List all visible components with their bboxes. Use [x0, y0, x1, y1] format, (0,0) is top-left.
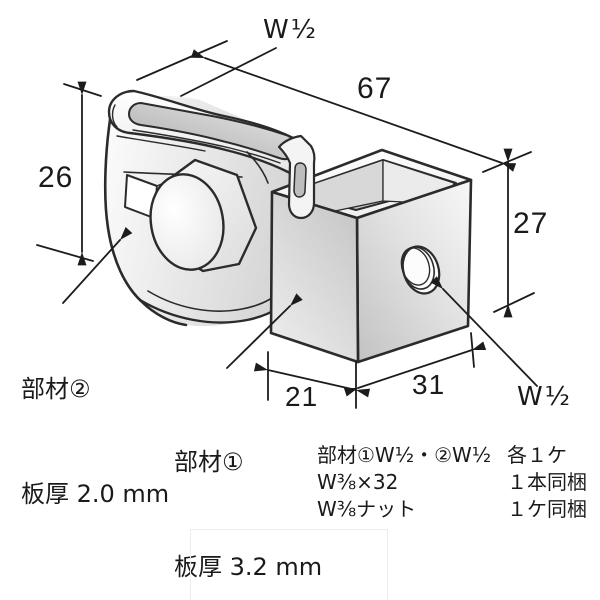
overall-length-label: 67: [357, 72, 393, 105]
bolt-face-circle: [149, 173, 225, 271]
parts-list-row: W⅜×32 １本同梱: [317, 469, 587, 496]
thread-size-hole-label: W½: [517, 382, 572, 412]
socket-depth-label: 31: [412, 369, 446, 400]
dim-line-31: [343, 341, 487, 397]
socket-side-hole: [400, 245, 441, 295]
parts-list-qty: １ケ同梱: [507, 497, 587, 521]
parts-list-item: W⅜×32: [317, 470, 399, 494]
leader-part1: [226, 293, 303, 369]
faint-image-edge: [190, 529, 388, 600]
leader-hole-thread: [430, 276, 538, 387]
leader-top-thread: [180, 47, 277, 97]
thread-size-top-label: W½: [263, 15, 318, 45]
part2-thickness: 板厚 2.0 mm: [21, 480, 170, 508]
parts-list-qty: １本同梱: [507, 470, 587, 494]
clamp-height-label: 26: [38, 161, 74, 194]
leader-part2: [62, 227, 133, 304]
dim-line-67: [190, 49, 517, 172]
parts-list-row: W⅜ナット １ケ同梱: [317, 496, 587, 523]
socket-front-face: [269, 190, 360, 364]
socket-height-label: 27: [513, 207, 549, 240]
dim-line-21: [253, 362, 371, 398]
parts-list-qty: 各１ケ: [507, 443, 567, 467]
part1-thickness: 板厚 3.2 mm: [174, 553, 323, 581]
included-parts-list: 部材①W½・②W½ 各１ケ W⅜×32 １本同梱 W⅜ナット １ケ同梱: [317, 442, 587, 523]
part2-name: 部材②: [21, 375, 91, 403]
dimension-lines: [36, 40, 538, 409]
parts-list-item: W⅜ナット: [317, 497, 417, 521]
clamp-strap-slot-end: [293, 162, 307, 198]
parts-list-item: 部材①W½・②W½: [317, 443, 492, 467]
part1-label-block: 部材① 板厚 3.2 mm: [174, 375, 322, 600]
socket-part-drawing: [269, 134, 473, 364]
parts-list-row: 部材①W½・②W½ 各１ケ: [317, 442, 587, 469]
socket-width-label: 21: [285, 381, 319, 412]
part2-label-block: 部材② 板厚 2.0 mm: [21, 302, 169, 582]
part1-name: 部材①: [174, 448, 244, 476]
